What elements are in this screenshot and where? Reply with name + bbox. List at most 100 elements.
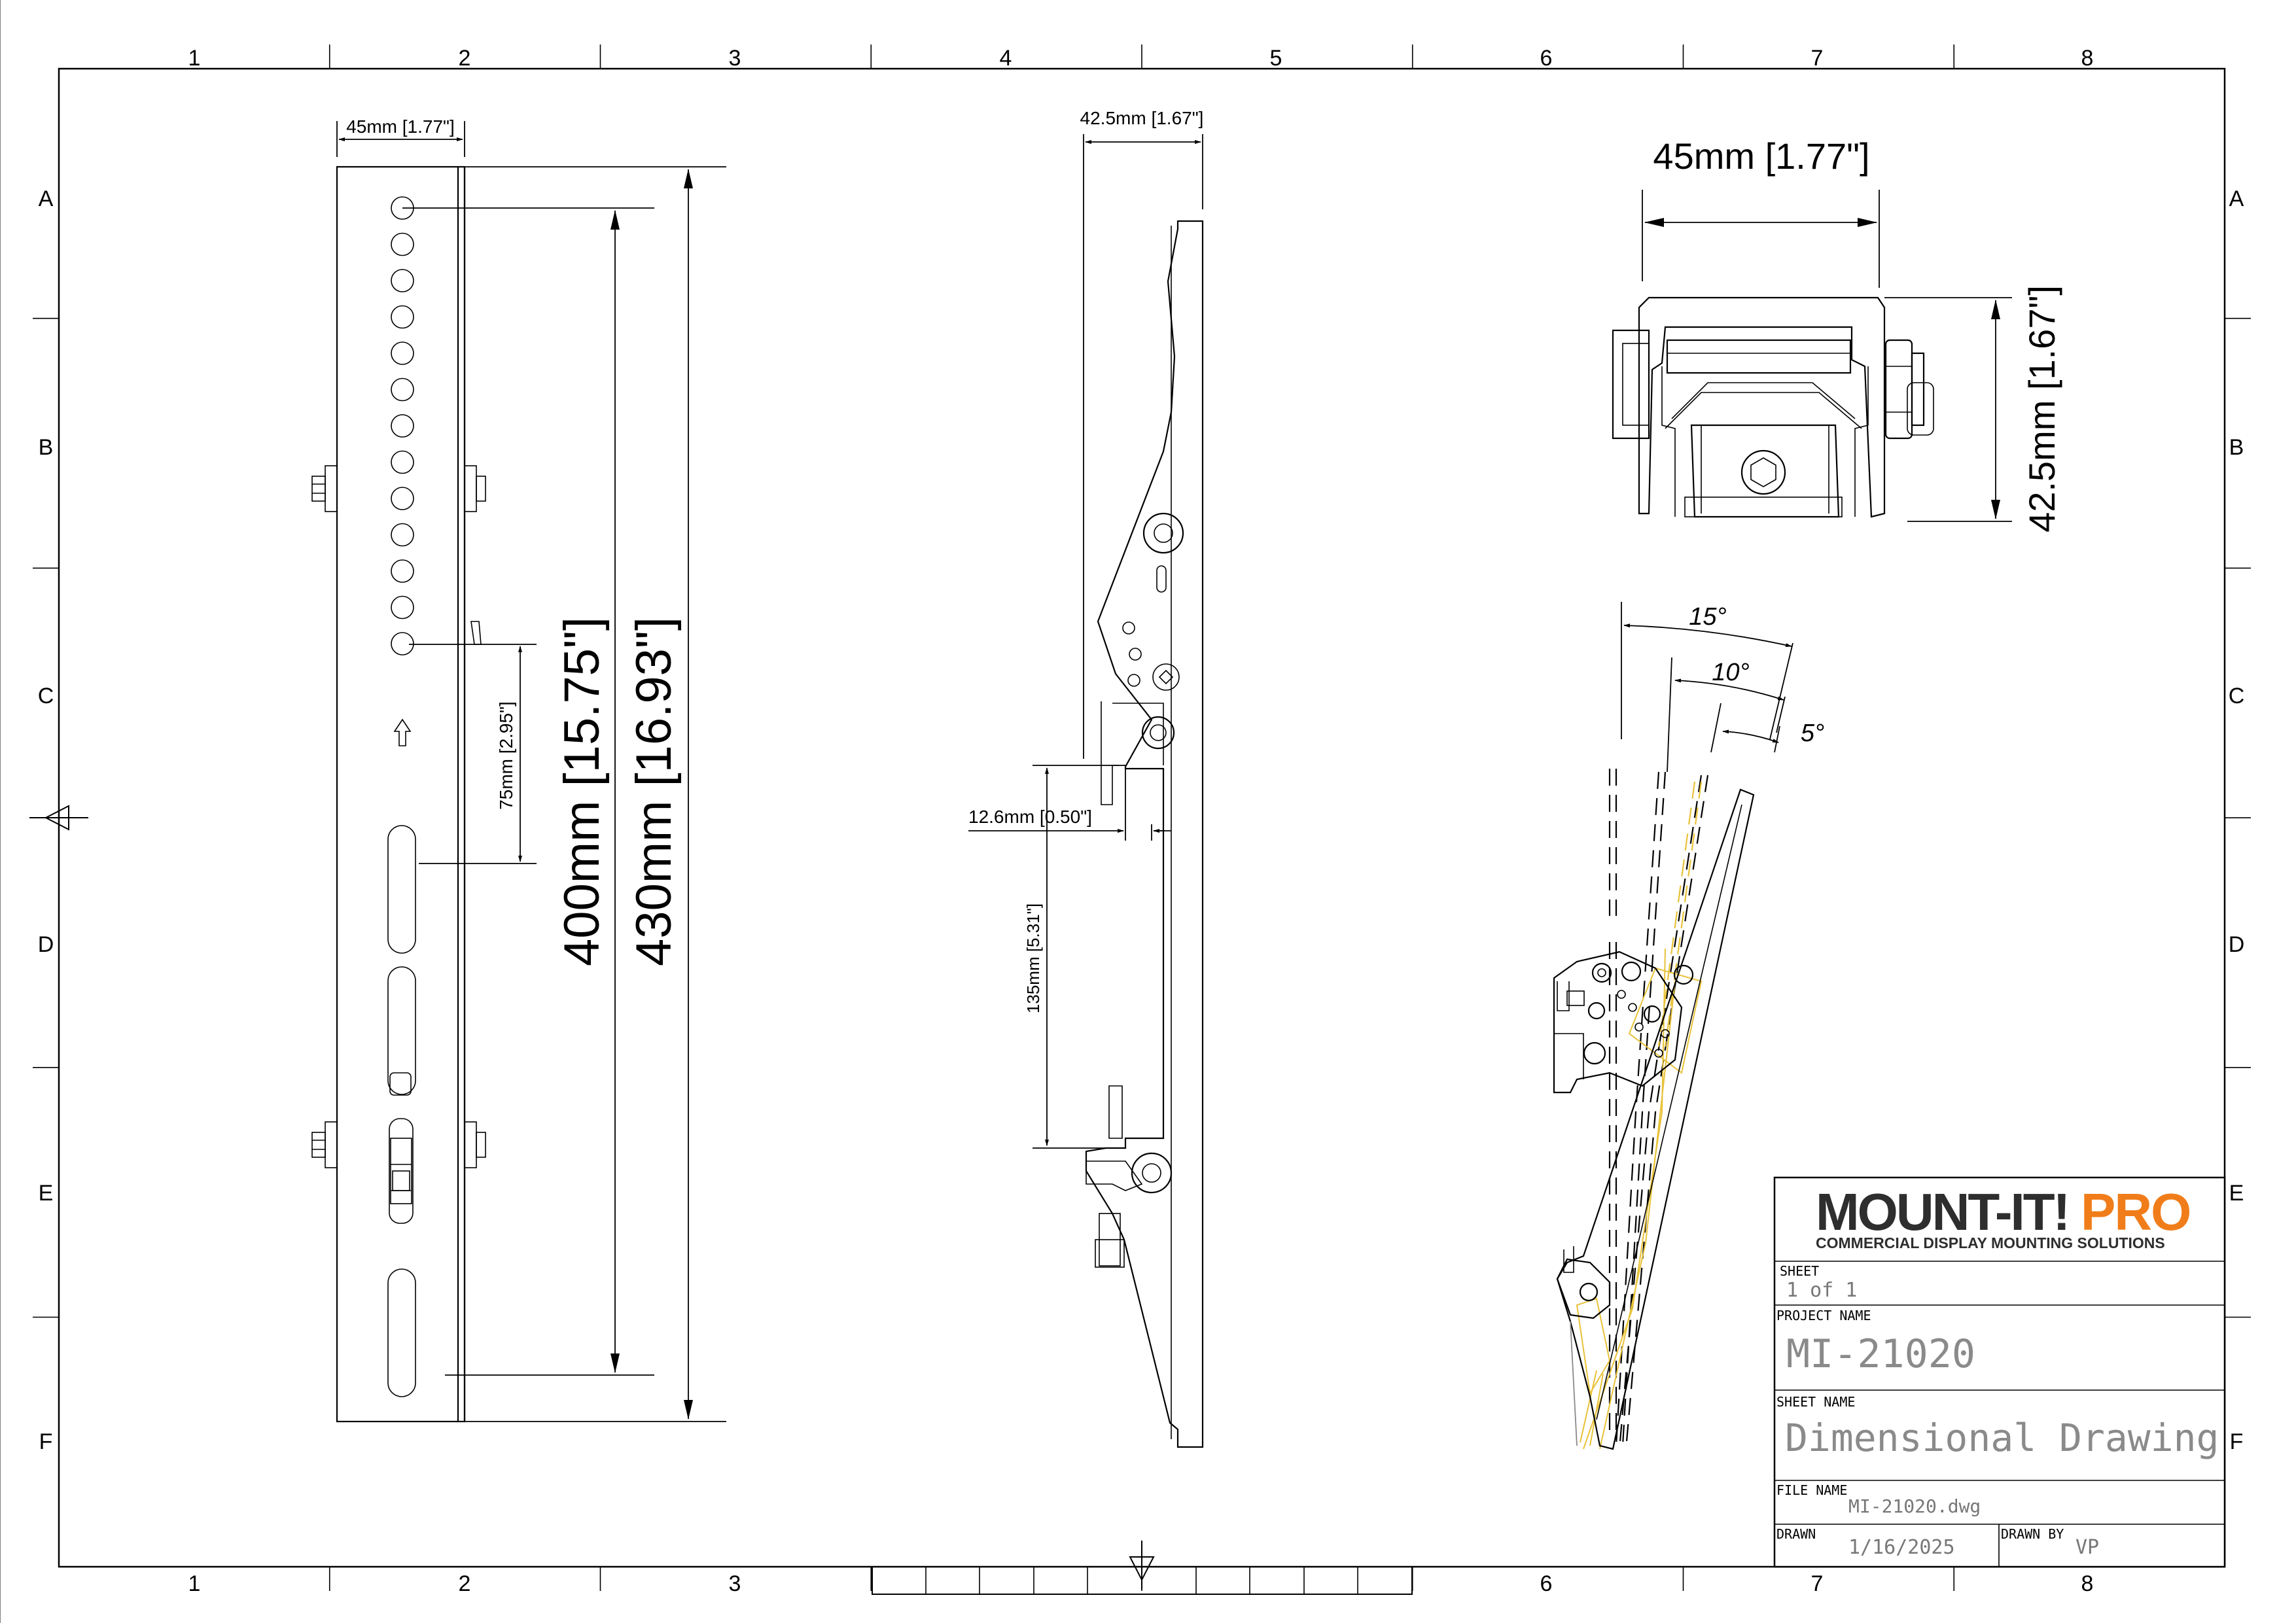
mounting-hole bbox=[391, 595, 414, 620]
front-width-label: 45mm [1.77"] bbox=[346, 116, 455, 137]
col-label: 7 bbox=[1811, 1571, 1824, 1596]
column-labels-top: 1 2 3 4 5 6 7 8 bbox=[188, 46, 2094, 71]
logo-tagline: COMMERCIAL DISPLAY MOUNTING SOLUTIONS bbox=[1816, 1234, 2165, 1251]
sheet-name-field-value: Dimensional Drawing bbox=[1785, 1416, 2219, 1460]
mounting-hole bbox=[391, 487, 414, 510]
tilt-pivot bbox=[1583, 1041, 1606, 1065]
tilt-pivot bbox=[1591, 962, 1612, 983]
safety-lock bbox=[389, 1118, 414, 1224]
tilt-hole bbox=[1129, 648, 1142, 661]
top-width-label: 45mm [1.77"] bbox=[1653, 135, 1869, 177]
mounting-hole bbox=[391, 414, 414, 438]
side-bolt bbox=[311, 465, 338, 512]
tilt-pivot bbox=[1587, 1002, 1606, 1020]
logo-accent: PRO bbox=[2081, 1183, 2190, 1241]
tilt-pivot bbox=[1673, 964, 1694, 985]
mounting-hole bbox=[391, 269, 414, 292]
brand-logo: MOUNT-IT! PRO COMMERCIAL DISPLAY MOUNTIN… bbox=[1816, 1183, 2191, 1251]
lower-latch bbox=[1086, 1161, 1143, 1191]
hinge-assembly-outline bbox=[1638, 296, 1886, 518]
mounting-hole bbox=[391, 632, 414, 655]
col-label: 3 bbox=[729, 46, 741, 71]
row-label: C bbox=[2229, 684, 2245, 708]
angle-arc-5 bbox=[1722, 729, 1779, 743]
drawn-field-value: 1/16/2025 bbox=[1848, 1536, 1955, 1559]
overall-length-label: 430mm [16.93"] bbox=[626, 617, 682, 966]
side-depth-label: 42.5mm [1.67"] bbox=[1080, 108, 1204, 128]
hinge-pivot bbox=[1142, 512, 1184, 554]
top-depth-label: 42.5mm [1.67"] bbox=[2021, 285, 2062, 532]
hex-bolt bbox=[1740, 449, 1786, 495]
logo-main: MOUNT-IT! bbox=[1816, 1183, 2068, 1241]
mounting-hole bbox=[391, 523, 414, 547]
tilt-hole bbox=[1127, 674, 1140, 687]
tilt-hole bbox=[1122, 621, 1135, 635]
scale-bar bbox=[872, 1566, 1413, 1595]
row-label: B bbox=[2229, 435, 2244, 460]
row-label: A bbox=[2229, 186, 2244, 211]
angle-15-label: 15° bbox=[1689, 603, 1726, 631]
row-label: F bbox=[2230, 1429, 2244, 1454]
column-labels-bottom: 1 2 3 6 7 8 bbox=[188, 1571, 2094, 1596]
tilt-pivot bbox=[1643, 1005, 1661, 1023]
sheet-field-value: 1 of 1 bbox=[1786, 1279, 1857, 1302]
side-view: 42.5mm [1.67"] 12.6mm [0.50"] 135mm [5.3… bbox=[968, 108, 1204, 1448]
hole-spacing-label: 75mm [2.95"] bbox=[496, 701, 516, 810]
hook-channel bbox=[1101, 701, 1119, 805]
center-block bbox=[1690, 424, 1840, 518]
mounting-hole bbox=[391, 232, 414, 256]
mounting-hole bbox=[391, 559, 414, 583]
front-view: 45mm [1.77"] 75mm [2.95"] 400mm [15.75"]… bbox=[311, 116, 726, 1423]
left-clamp bbox=[1612, 329, 1650, 440]
row-labels-right: A B C D E F bbox=[2229, 186, 2245, 1454]
col-label: 1 bbox=[188, 46, 201, 71]
drawn-by-field-value: VP bbox=[2075, 1536, 2099, 1559]
bracket-plate bbox=[336, 166, 466, 1423]
col-label: 6 bbox=[1540, 46, 1553, 71]
angle-arc-10 bbox=[1674, 678, 1784, 701]
right-nut bbox=[1884, 339, 1913, 440]
row-label: D bbox=[2229, 932, 2245, 957]
slot bbox=[387, 1268, 416, 1397]
side-bolt bbox=[464, 1121, 486, 1168]
top-view: 45mm [1.77"] 42.5mm [1.67"] bbox=[1612, 135, 2062, 532]
hinge-pivot bbox=[1131, 1152, 1173, 1194]
project-field-value: MI-21020 bbox=[1786, 1331, 1975, 1377]
tilt-view: 15° 10° 5° bbox=[1553, 602, 1824, 1450]
col-label: 1 bbox=[188, 1571, 201, 1596]
col-label: 7 bbox=[1811, 46, 1824, 71]
offset-label: 12.6mm [0.50"] bbox=[968, 807, 1092, 827]
project-field-label: PROJECT NAME bbox=[1776, 1308, 1871, 1323]
angle-5-label: 5° bbox=[1801, 720, 1824, 747]
row-label: D bbox=[38, 932, 54, 957]
angle-arc-15 bbox=[1623, 623, 1792, 647]
col-label: 6 bbox=[1540, 1571, 1553, 1596]
row-labels-left: A B C D E F bbox=[38, 186, 54, 1454]
side-bolt bbox=[464, 465, 486, 512]
mounting-hole bbox=[391, 305, 414, 329]
row-label: E bbox=[39, 1181, 54, 1206]
hook-length-label: 135mm [5.31"] bbox=[1023, 903, 1043, 1013]
sheet-field-label: SHEET bbox=[1780, 1263, 1819, 1279]
col-label: 8 bbox=[2081, 46, 2094, 71]
mounting-hole bbox=[391, 450, 414, 474]
row-label: F bbox=[39, 1429, 53, 1454]
drawn-by-field-label: DRAWN BY bbox=[2001, 1526, 2064, 1542]
row-label: A bbox=[39, 186, 54, 211]
mounting-holes bbox=[391, 196, 414, 655]
angle-10-label: 10° bbox=[1712, 659, 1749, 686]
col-label: 5 bbox=[1270, 46, 1282, 71]
col-label: 2 bbox=[459, 46, 471, 71]
sheet-name-field-label: SHEET NAME bbox=[1776, 1394, 1855, 1410]
adjust-knob bbox=[1152, 663, 1180, 691]
tilt-pivot bbox=[1621, 961, 1642, 982]
col-label: 4 bbox=[1000, 46, 1012, 71]
latch-tab bbox=[470, 621, 482, 645]
slot bbox=[387, 966, 416, 1095]
bracket-profile bbox=[1085, 220, 1204, 1448]
tilt-position-0 bbox=[1608, 769, 1617, 916]
side-bolt bbox=[311, 1121, 338, 1168]
slot bbox=[387, 825, 416, 954]
